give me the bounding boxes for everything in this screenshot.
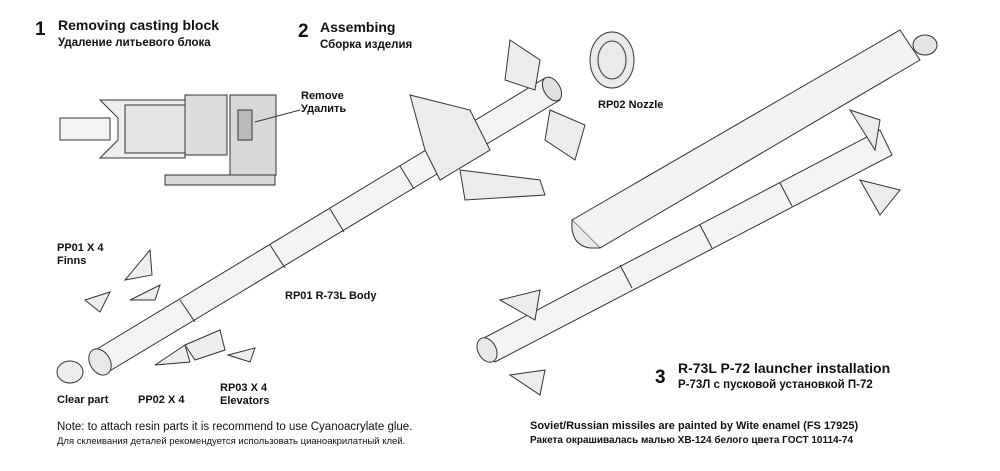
remove-label-en: Remove [301, 90, 344, 102]
paint-note: Soviet/Russian missiles are painted by W… [530, 420, 859, 432]
step-2-number: 2 [298, 21, 309, 42]
launcher-drawing [571, 29, 938, 249]
elevators-label-count: RP03 X 4 [220, 382, 268, 394]
step-2-title-ru: Сборка изделия [320, 39, 413, 51]
step-3-title: R-73L P-72 launcher installation [678, 360, 891, 376]
finns-label-count: PP01 X 4 [57, 242, 104, 254]
glue-note: Note: to attach resin parts it is recomm… [57, 421, 413, 433]
step-3-number: 3 [655, 367, 666, 388]
remove-label-ru: Удалить [301, 103, 347, 115]
small-parts-drawing [56, 248, 256, 384]
glue-note-ru: Для склеивания деталей рекомендуется исп… [57, 436, 406, 447]
finns-label-name: Finns [57, 255, 87, 267]
elevators-label-name: Elevators [220, 395, 270, 407]
missile-installed-drawing [476, 109, 901, 396]
pp02-label: PP02 X 4 [138, 394, 185, 406]
finns-label: PP01 X 4 Finns [57, 242, 103, 268]
clear-part-label: Clear part [57, 394, 109, 406]
step-2-title: Assembing [320, 19, 396, 35]
step-1-title-ru: Удаление литьевого блока [58, 37, 211, 49]
nozzle-label: RP02 Nozzle [598, 99, 664, 111]
casting-block-drawing [59, 94, 301, 186]
paint-note-ru: Ракета окрашивалась малью ХВ-124 белого … [530, 435, 854, 446]
body-label: RP01 R-73L Body [285, 290, 377, 302]
missile-body-drawing [88, 39, 586, 376]
remove-label: Remove Удалить [301, 90, 346, 116]
nozzle-drawing [589, 31, 635, 89]
elevators-label: RP03 X 4 Elevators [220, 382, 270, 408]
step-3-title-ru: Р-73Л с пусковой установкой П-72 [678, 379, 873, 391]
step-1-number: 1 [35, 19, 46, 40]
step-1-title: Removing casting block [58, 17, 220, 33]
